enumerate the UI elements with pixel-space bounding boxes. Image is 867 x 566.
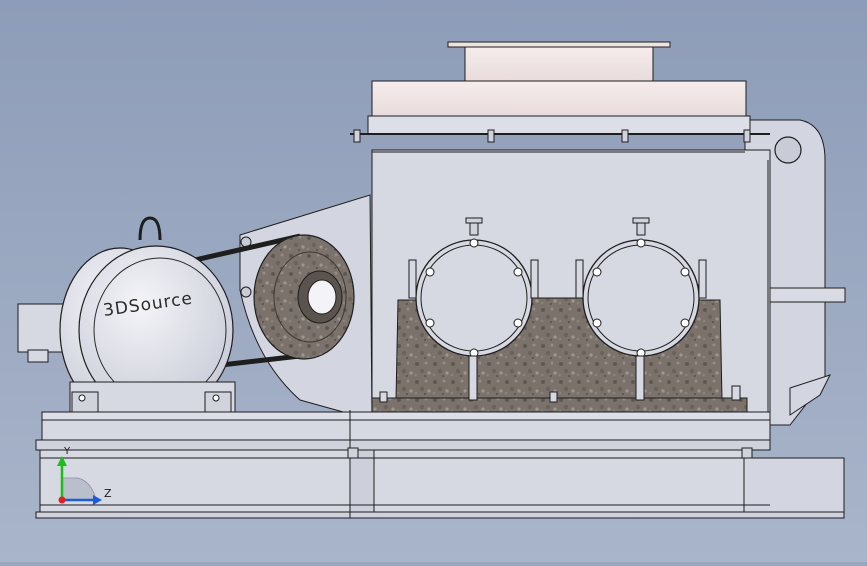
axis-origin bbox=[58, 496, 66, 504]
lifting-eye-hole bbox=[774, 136, 802, 164]
discharge-lip bbox=[789, 374, 831, 416]
top-cover-flange[interactable] bbox=[367, 115, 751, 135]
bore-bolt-holes bbox=[425, 238, 690, 358]
hopper-body[interactable] bbox=[371, 80, 747, 117]
bearing-caps bbox=[465, 217, 650, 236]
cover-bolts bbox=[353, 129, 751, 143]
electric-motor[interactable]: 3DSource bbox=[17, 216, 236, 415]
axis-z-label: Z bbox=[104, 487, 112, 500]
axis-triad: Y Z bbox=[57, 446, 112, 505]
base-frame[interactable] bbox=[35, 410, 845, 519]
driven-pulley[interactable] bbox=[253, 234, 355, 360]
motor-lifting-eye bbox=[138, 216, 162, 241]
axis-y-label: Y bbox=[63, 446, 71, 457]
rotor-bore-right[interactable] bbox=[582, 239, 700, 357]
pedestal-studs bbox=[408, 259, 707, 401]
shaft-extension[interactable] bbox=[769, 287, 846, 303]
hopper-inlet[interactable] bbox=[464, 46, 654, 82]
rotor-bore-left[interactable] bbox=[415, 239, 533, 357]
base-bolts bbox=[379, 385, 741, 403]
guard-bolt-hole bbox=[240, 286, 252, 298]
hopper-flange[interactable] bbox=[447, 41, 671, 48]
